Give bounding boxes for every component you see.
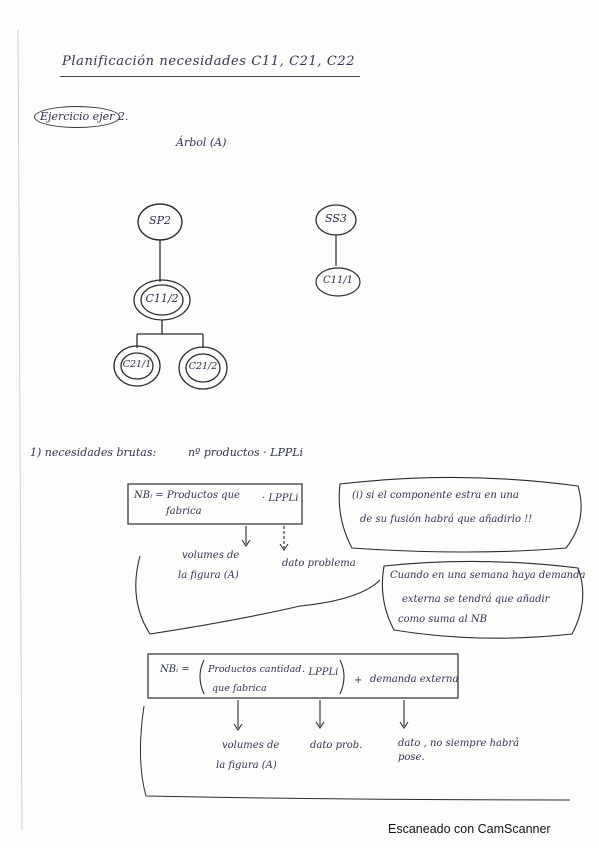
labels2-dato3-line2: pose. — [398, 752, 425, 763]
exercise-ellipse — [34, 106, 120, 128]
box1-ref: · LPPLi — [262, 493, 299, 504]
labels1-volumes-a: volumes de — [182, 550, 240, 561]
box1-line2: fabrica — [166, 506, 202, 517]
node-c21-1-outer — [113, 345, 161, 387]
note2-line1: Cuando en una semana haya demanda — [390, 570, 586, 581]
node-sp2-label: SP2 — [149, 214, 171, 227]
node-c11-1-label: C11/1 — [322, 275, 354, 286]
labels1-volumes-b: la figura (A) — [178, 570, 239, 581]
node-c21-2-label: C21/2 — [188, 361, 218, 372]
note-1-bubble — [338, 476, 582, 553]
box2-line2: que fabrica — [212, 683, 267, 694]
labels2-volumes-a: volumes de — [222, 740, 280, 751]
section-formula: nº productos · LPPLi — [188, 446, 304, 459]
title-underline — [60, 76, 360, 77]
node-ss3-label: SS3 — [325, 212, 347, 225]
note2-line3: como suma al NB — [398, 614, 487, 625]
note2-line2: externa se tendrá que añadir — [402, 594, 550, 605]
box1-line1: NBᵢ = Productos que — [134, 490, 240, 501]
box2-demand: demanda externa — [370, 674, 459, 685]
note1-line2: de su fusión habrá que añadirlo !! — [360, 514, 533, 525]
labels2-volumes-b: la figura (A) — [216, 760, 277, 771]
exercise-label: Ejercicio ejer 2. — [40, 110, 129, 123]
note1-line1: (i) si el componente estra en una — [352, 490, 519, 501]
page-title: Planificación necesidades C11, C21, C22 — [62, 54, 356, 69]
formula-box-2 — [147, 653, 459, 699]
section-heading: 1) necesidades brutas: — [30, 446, 157, 459]
box2-left: NBᵢ = — [160, 664, 190, 675]
formula-box-1 — [127, 483, 303, 525]
node-c21-1-label: C21/1 — [122, 359, 152, 370]
node-c21-2-outer — [178, 346, 228, 390]
labels1-dato: dato problema — [282, 558, 356, 569]
tree-caption: Árbol (A) — [176, 136, 227, 149]
note-2-bubble — [381, 560, 584, 639]
labels2-dato3-line1: dato , no siempre habrá — [398, 738, 520, 749]
labels2-dato: dato prob. — [310, 740, 363, 751]
node-c21-2-inner — [185, 353, 221, 383]
box2-line1: Productos cantidad — [208, 664, 302, 675]
node-c11-1-circle — [315, 267, 361, 297]
node-c11-2-inner — [140, 284, 184, 316]
node-c21-1-inner — [120, 352, 154, 380]
node-c11-2-label: C11/2 — [145, 292, 179, 305]
box2-ref: · LPPLi — [302, 667, 339, 678]
box2-plus: + — [354, 675, 363, 686]
scanner-footer: Escaneado con CamScanner — [388, 822, 551, 836]
